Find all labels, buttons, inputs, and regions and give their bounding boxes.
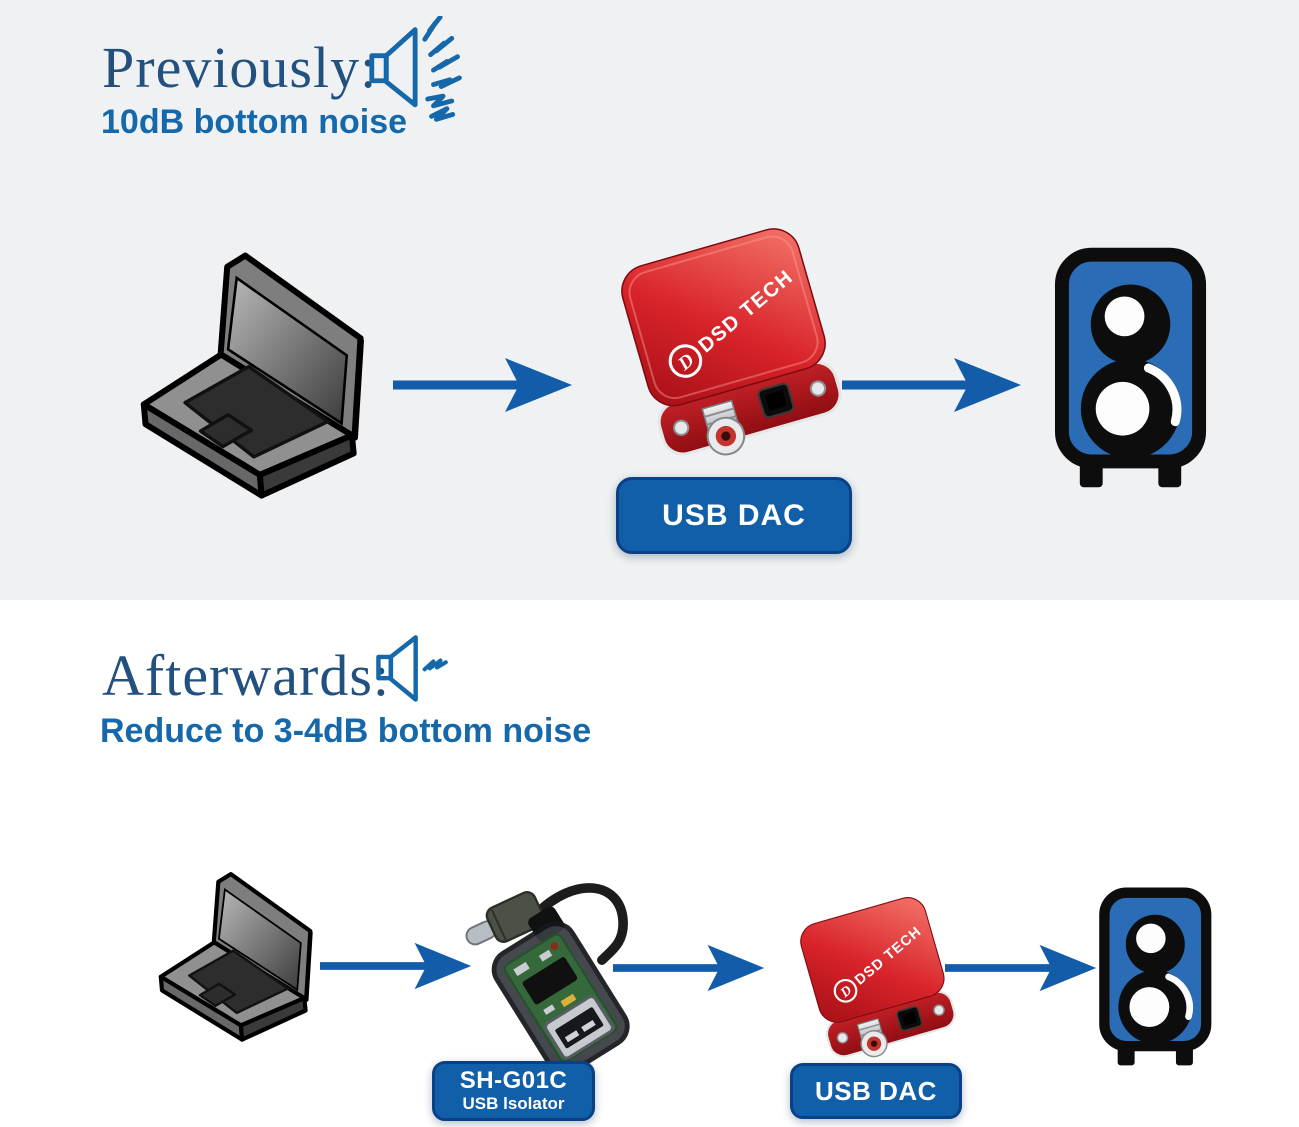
section-previously: Previously: 10dB bottom noise (0, 0, 1299, 600)
usb-dac-label: USB DAC (790, 1063, 962, 1119)
usb-dac-label-text: USB DAC (662, 498, 806, 532)
laptop-graphic (140, 252, 364, 499)
usb-dac-label-text: USB DAC (815, 1075, 937, 1106)
flow-arrow (842, 358, 1021, 412)
rca-connector (701, 399, 746, 456)
flow-arrow (613, 944, 765, 992)
flow-arrow (945, 944, 1097, 992)
flow-arrow (320, 942, 472, 990)
usb-dac-graphic: D DSD TECH (800, 897, 956, 1058)
usb-dac-graphic: D DSD TECH (621, 228, 842, 456)
flow-arrow (393, 358, 572, 412)
usb-a-port (544, 995, 614, 1060)
speaker-graphic (1054, 247, 1207, 488)
speaker-graphic (1099, 887, 1212, 1066)
speaker-quiet-icon (376, 635, 448, 702)
usb-isolator-graphic (465, 883, 630, 1075)
afterwards-title: Afterwards: (102, 643, 391, 708)
afterwards-subtitle: Reduce to 3-4dB bottom noise (100, 712, 592, 750)
usb-c-plug (465, 891, 545, 946)
usb-dac-label: USB DAC (616, 477, 852, 554)
usb-cable (531, 883, 628, 965)
isolator-model-text: SH-G01C (459, 1067, 568, 1095)
previously-subtitle: 10dB bottom noise (101, 103, 408, 141)
previously-title: Previously: (102, 35, 378, 100)
laptop-graphic (158, 872, 313, 1042)
rca-connector (856, 1018, 888, 1058)
isolator-body (491, 906, 630, 1075)
speaker-noise-icon (369, 16, 462, 122)
section-afterwards: Afterwards: Reduce to 3-4dB bottom noise (0, 600, 1299, 1127)
isolator-type-text: USB lsolator (462, 1093, 565, 1113)
usb-isolator-label: SH-G01C USB lsolator (432, 1061, 595, 1121)
